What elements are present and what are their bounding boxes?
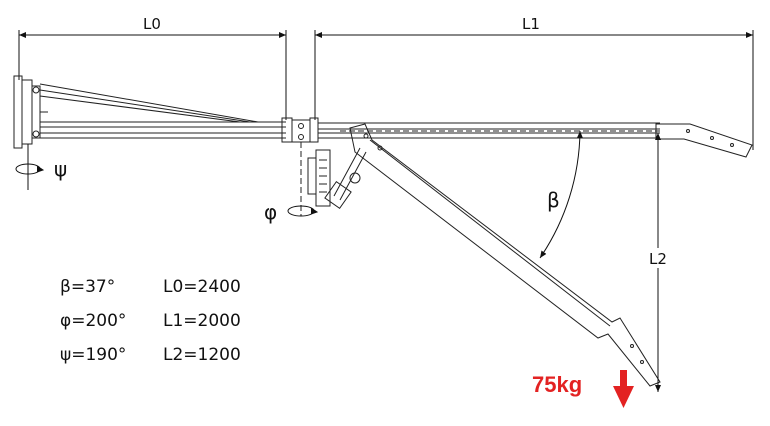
param-l0-length: L0=2400 bbox=[163, 277, 241, 297]
load-arrow-icon bbox=[613, 370, 634, 408]
param-l2-length: L2=1200 bbox=[163, 345, 241, 365]
param-l1-length: L1=2000 bbox=[163, 311, 241, 331]
phi-rotation-indicator bbox=[287, 205, 319, 217]
psi-symbol: ψ bbox=[54, 157, 67, 181]
diagonal-strut bbox=[324, 123, 661, 387]
dimension-l1 bbox=[314, 30, 754, 150]
outer-arm bbox=[318, 122, 753, 158]
dimension-l2-label: L2 bbox=[649, 250, 667, 268]
beta-symbol: β bbox=[547, 188, 560, 212]
central-joint bbox=[281, 117, 331, 216]
beta-angle-arc bbox=[539, 130, 583, 259]
dimension-l0 bbox=[18, 30, 287, 120]
psi-rotation-indicator bbox=[15, 144, 45, 190]
param-psi-angle: ψ=190° bbox=[60, 345, 126, 365]
param-beta-angle: β=37° bbox=[60, 277, 115, 297]
dimension-l1-label: L1 bbox=[522, 15, 540, 33]
wall-mount-bracket bbox=[13, 75, 48, 149]
load-label: 75kg bbox=[532, 372, 582, 397]
parameter-table: β=37° L0=2400 φ=200° L1=2000 ψ=190° L2=1… bbox=[60, 277, 241, 365]
phi-symbol: φ bbox=[264, 200, 277, 224]
dimension-l2-label-bg bbox=[646, 248, 670, 268]
dimension-l0-label: L0 bbox=[143, 15, 161, 33]
param-phi-angle: φ=200° bbox=[60, 311, 126, 331]
inner-boom bbox=[39, 83, 286, 139]
